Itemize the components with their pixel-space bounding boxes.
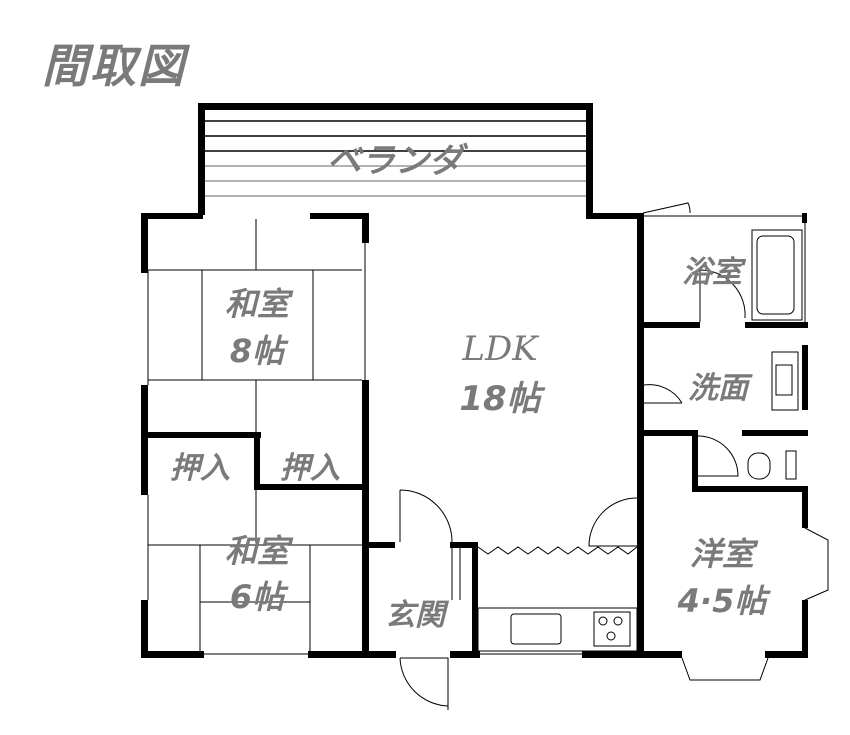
tatami-lines (148, 219, 362, 651)
washitsu-6-name: 和室 (225, 532, 294, 570)
washitsu-6-size: 6帖 (230, 578, 289, 616)
closet-2-label: 押入 (280, 451, 340, 486)
youshitsu-size: 4·5帖 (677, 582, 772, 620)
ldk-name: LDK (461, 329, 540, 369)
washitsu-8-name: 和室 (225, 285, 294, 323)
page-title: 間取図 (42, 39, 186, 93)
entrance-label: 玄関 (385, 598, 450, 633)
washitsu-8-size: 8帖 (230, 332, 289, 370)
ldk-size: 18帖 (459, 379, 545, 419)
walls (141, 213, 808, 658)
washroom-label: 洗面 (688, 371, 753, 406)
veranda-label: ベランダ (327, 141, 469, 181)
youshitsu-name: 洋室 (690, 535, 759, 573)
fixtures (399, 202, 829, 710)
veranda (198, 103, 593, 215)
bath-label: 浴室 (682, 255, 747, 290)
closet-1-label: 押入 (170, 451, 230, 486)
